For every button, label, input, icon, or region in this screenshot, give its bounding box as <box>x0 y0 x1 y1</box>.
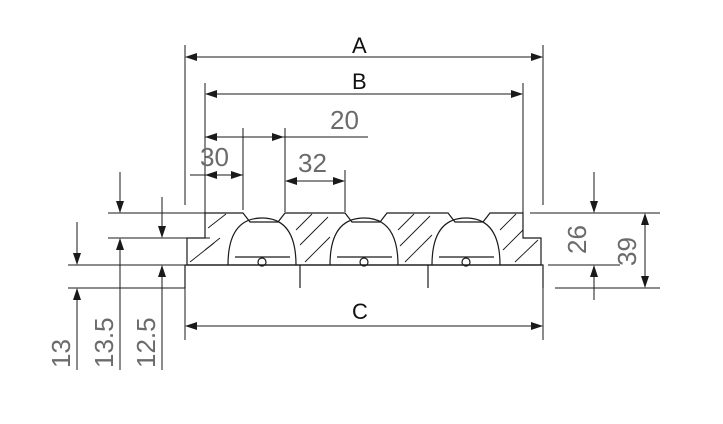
label-39: 39 <box>612 237 642 266</box>
dimension-lines <box>73 53 649 370</box>
label-26: 26 <box>562 225 592 254</box>
label-13: 13 <box>46 339 76 368</box>
grating-profile <box>184 212 544 288</box>
section-hatching <box>189 213 539 263</box>
label-20: 20 <box>330 105 359 135</box>
label-a: A <box>352 33 367 58</box>
label-30: 30 <box>200 142 229 172</box>
label-12-5: 12.5 <box>131 317 161 368</box>
label-32: 32 <box>298 148 327 178</box>
label-13-5: 13.5 <box>89 317 119 368</box>
label-b: B <box>352 69 367 94</box>
label-c: C <box>352 299 368 324</box>
